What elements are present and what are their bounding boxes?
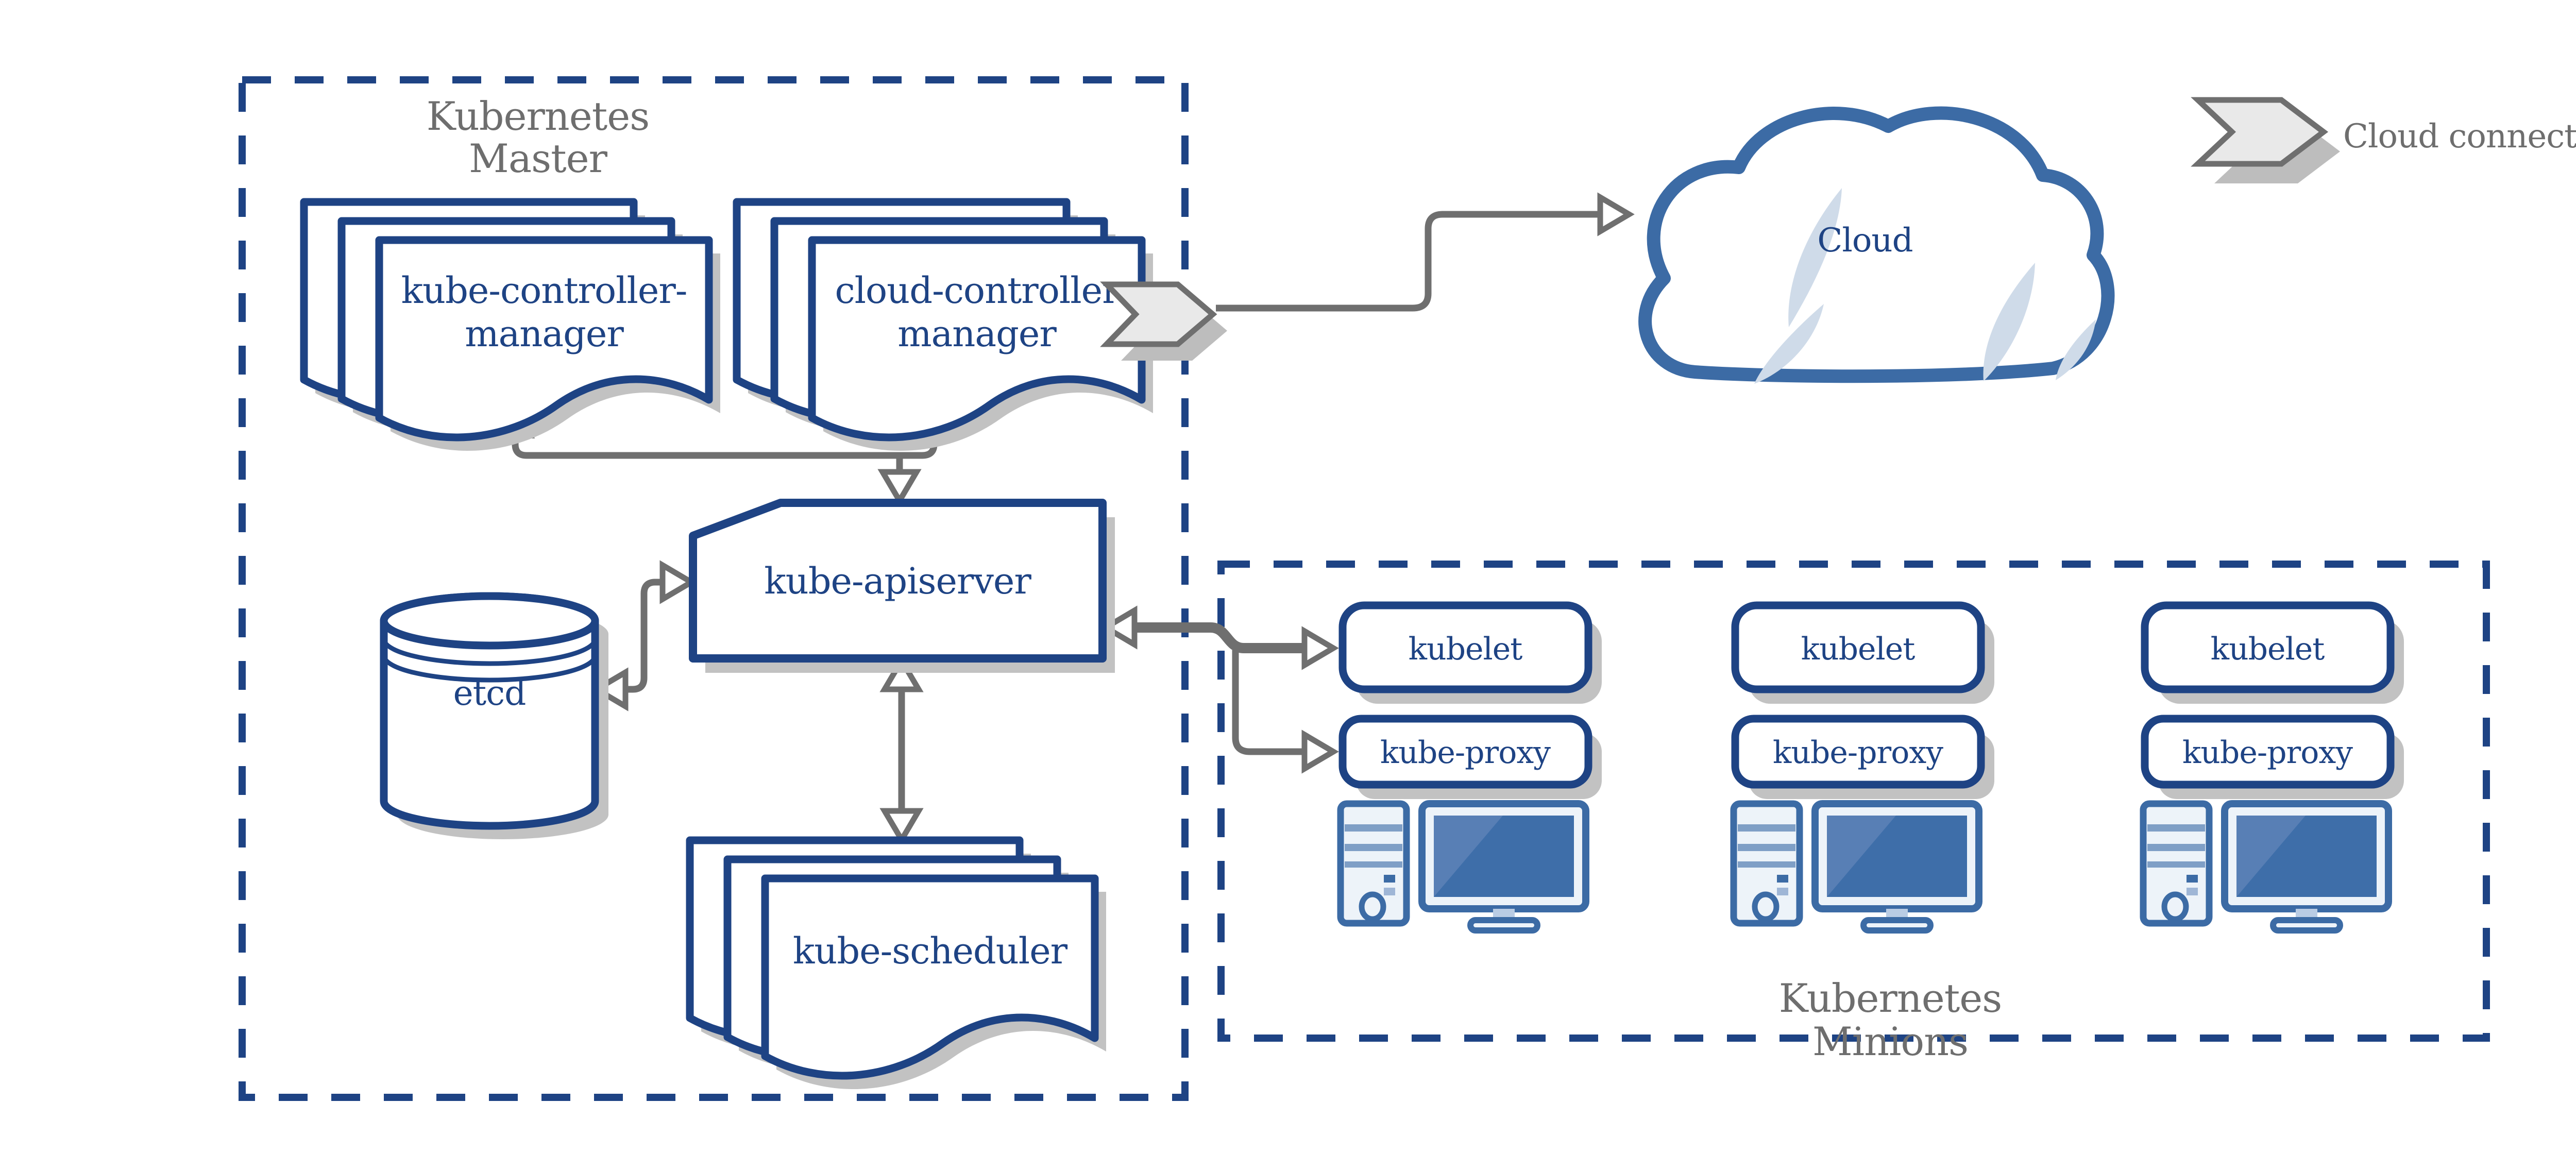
arrowhead-down-outline bbox=[879, 808, 924, 845]
cloud-label: Cloud bbox=[1817, 222, 1912, 260]
kubelet-label: kubelet bbox=[1409, 631, 1523, 667]
kube-proxy-box bbox=[1731, 715, 1985, 789]
cloud-controller-manager-label-line1: cloud-controller bbox=[835, 269, 1120, 312]
arrowhead-down-outline bbox=[877, 469, 922, 506]
cloud-controller-manager-label-line2: manager bbox=[897, 313, 1057, 355]
cloud-highlight bbox=[1788, 188, 1842, 327]
cloud-shape bbox=[1638, 106, 2115, 383]
minions-title-line1: Kubernetes bbox=[1779, 975, 2002, 1021]
kubernetes-minions-group-border bbox=[1217, 561, 2490, 1042]
document-page bbox=[765, 878, 1095, 1076]
cloud-highlight bbox=[1754, 304, 1824, 384]
arrowhead-left-outline bbox=[591, 667, 629, 711]
kubelet-box bbox=[1731, 601, 1985, 693]
kube-proxy-label: kube-proxy bbox=[1773, 735, 1943, 771]
kubelet-box bbox=[2141, 601, 2395, 693]
etcd-disk-line bbox=[381, 638, 598, 666]
kubelet-label: kubelet bbox=[2211, 631, 2325, 667]
kube-proxy-box bbox=[2141, 715, 2395, 789]
cloud-node: Cloud bbox=[1638, 106, 2115, 384]
arrowhead-left-outline bbox=[1100, 605, 1138, 650]
kubelet-box bbox=[1338, 601, 1592, 693]
kube-controller-manager-node: kube-controller- manager bbox=[304, 202, 720, 451]
connector-line bbox=[512, 437, 938, 459]
etcd-disk-line bbox=[381, 655, 598, 683]
kube-controller-manager-label-line1: kube-controller- bbox=[401, 269, 687, 312]
master-to-cloud-connector bbox=[1216, 192, 1635, 312]
arrowhead-right-outline bbox=[1301, 730, 1339, 774]
kube-proxy-label: kube-proxy bbox=[1380, 735, 1551, 771]
minion-node-1: kubelet kube-proxy bbox=[1338, 601, 1602, 930]
cloud-connector-chevron bbox=[1100, 281, 1227, 361]
kube-controller-manager-label-line2: manager bbox=[465, 313, 624, 355]
kube-proxy-box bbox=[1338, 715, 1592, 789]
cloud-highlight bbox=[2056, 319, 2096, 380]
legend: Cloud connector bbox=[2191, 97, 2576, 183]
kube-apiserver-shape bbox=[689, 499, 1107, 663]
etcd-node: etcd bbox=[380, 592, 608, 839]
kube-apiserver-label: kube-apiserver bbox=[764, 560, 1031, 602]
etcd-cylinder-top bbox=[380, 592, 599, 650]
connector-line bbox=[1216, 211, 1600, 312]
minion-node-2: kubelet kube-proxy bbox=[1731, 601, 1994, 930]
workstation-icon bbox=[1734, 804, 1979, 930]
kube-scheduler-label: kube-scheduler bbox=[793, 930, 1068, 972]
etcd-label: etcd bbox=[453, 673, 526, 713]
cloud-controller-manager-node: cloud-controller manager bbox=[737, 202, 1153, 451]
kubelet-label: kubelet bbox=[1801, 631, 1916, 667]
connector-line bbox=[625, 579, 663, 693]
kube-proxy-label: kube-proxy bbox=[2182, 735, 2353, 771]
apiserver-node-connectors bbox=[1100, 605, 1339, 774]
etcd-apiserver-connector bbox=[591, 560, 697, 711]
chevron-icon bbox=[2191, 97, 2329, 167]
connector-line bbox=[1232, 650, 1304, 755]
minion-node-3: kubelet kube-proxy bbox=[2141, 601, 2404, 930]
kube-apiserver-node: kube-apiserver bbox=[689, 499, 1115, 673]
arrowhead-right-outline bbox=[1597, 192, 1635, 236]
kubernetes-master-group-border bbox=[239, 76, 1189, 1101]
chevron-icon bbox=[1100, 281, 1217, 347]
arrowhead-up-outline bbox=[879, 655, 924, 692]
master-title-line2: Master bbox=[469, 135, 608, 181]
arrowhead-right-outline bbox=[659, 560, 697, 604]
kube-scheduler-node: kube-scheduler bbox=[690, 840, 1106, 1090]
arrowhead-right-outline bbox=[1301, 626, 1339, 670]
workstation-icon bbox=[2143, 804, 2388, 930]
cloud-highlight bbox=[1983, 263, 2035, 381]
legend-label: Cloud connector bbox=[2343, 117, 2576, 156]
master-title-line1: Kubernetes bbox=[427, 93, 649, 139]
minions-title-line2: Minions bbox=[1812, 1019, 1968, 1064]
connector-line bbox=[1134, 622, 1304, 653]
workstation-icon bbox=[1341, 804, 1586, 930]
apiserver-scheduler-connector bbox=[879, 655, 924, 845]
